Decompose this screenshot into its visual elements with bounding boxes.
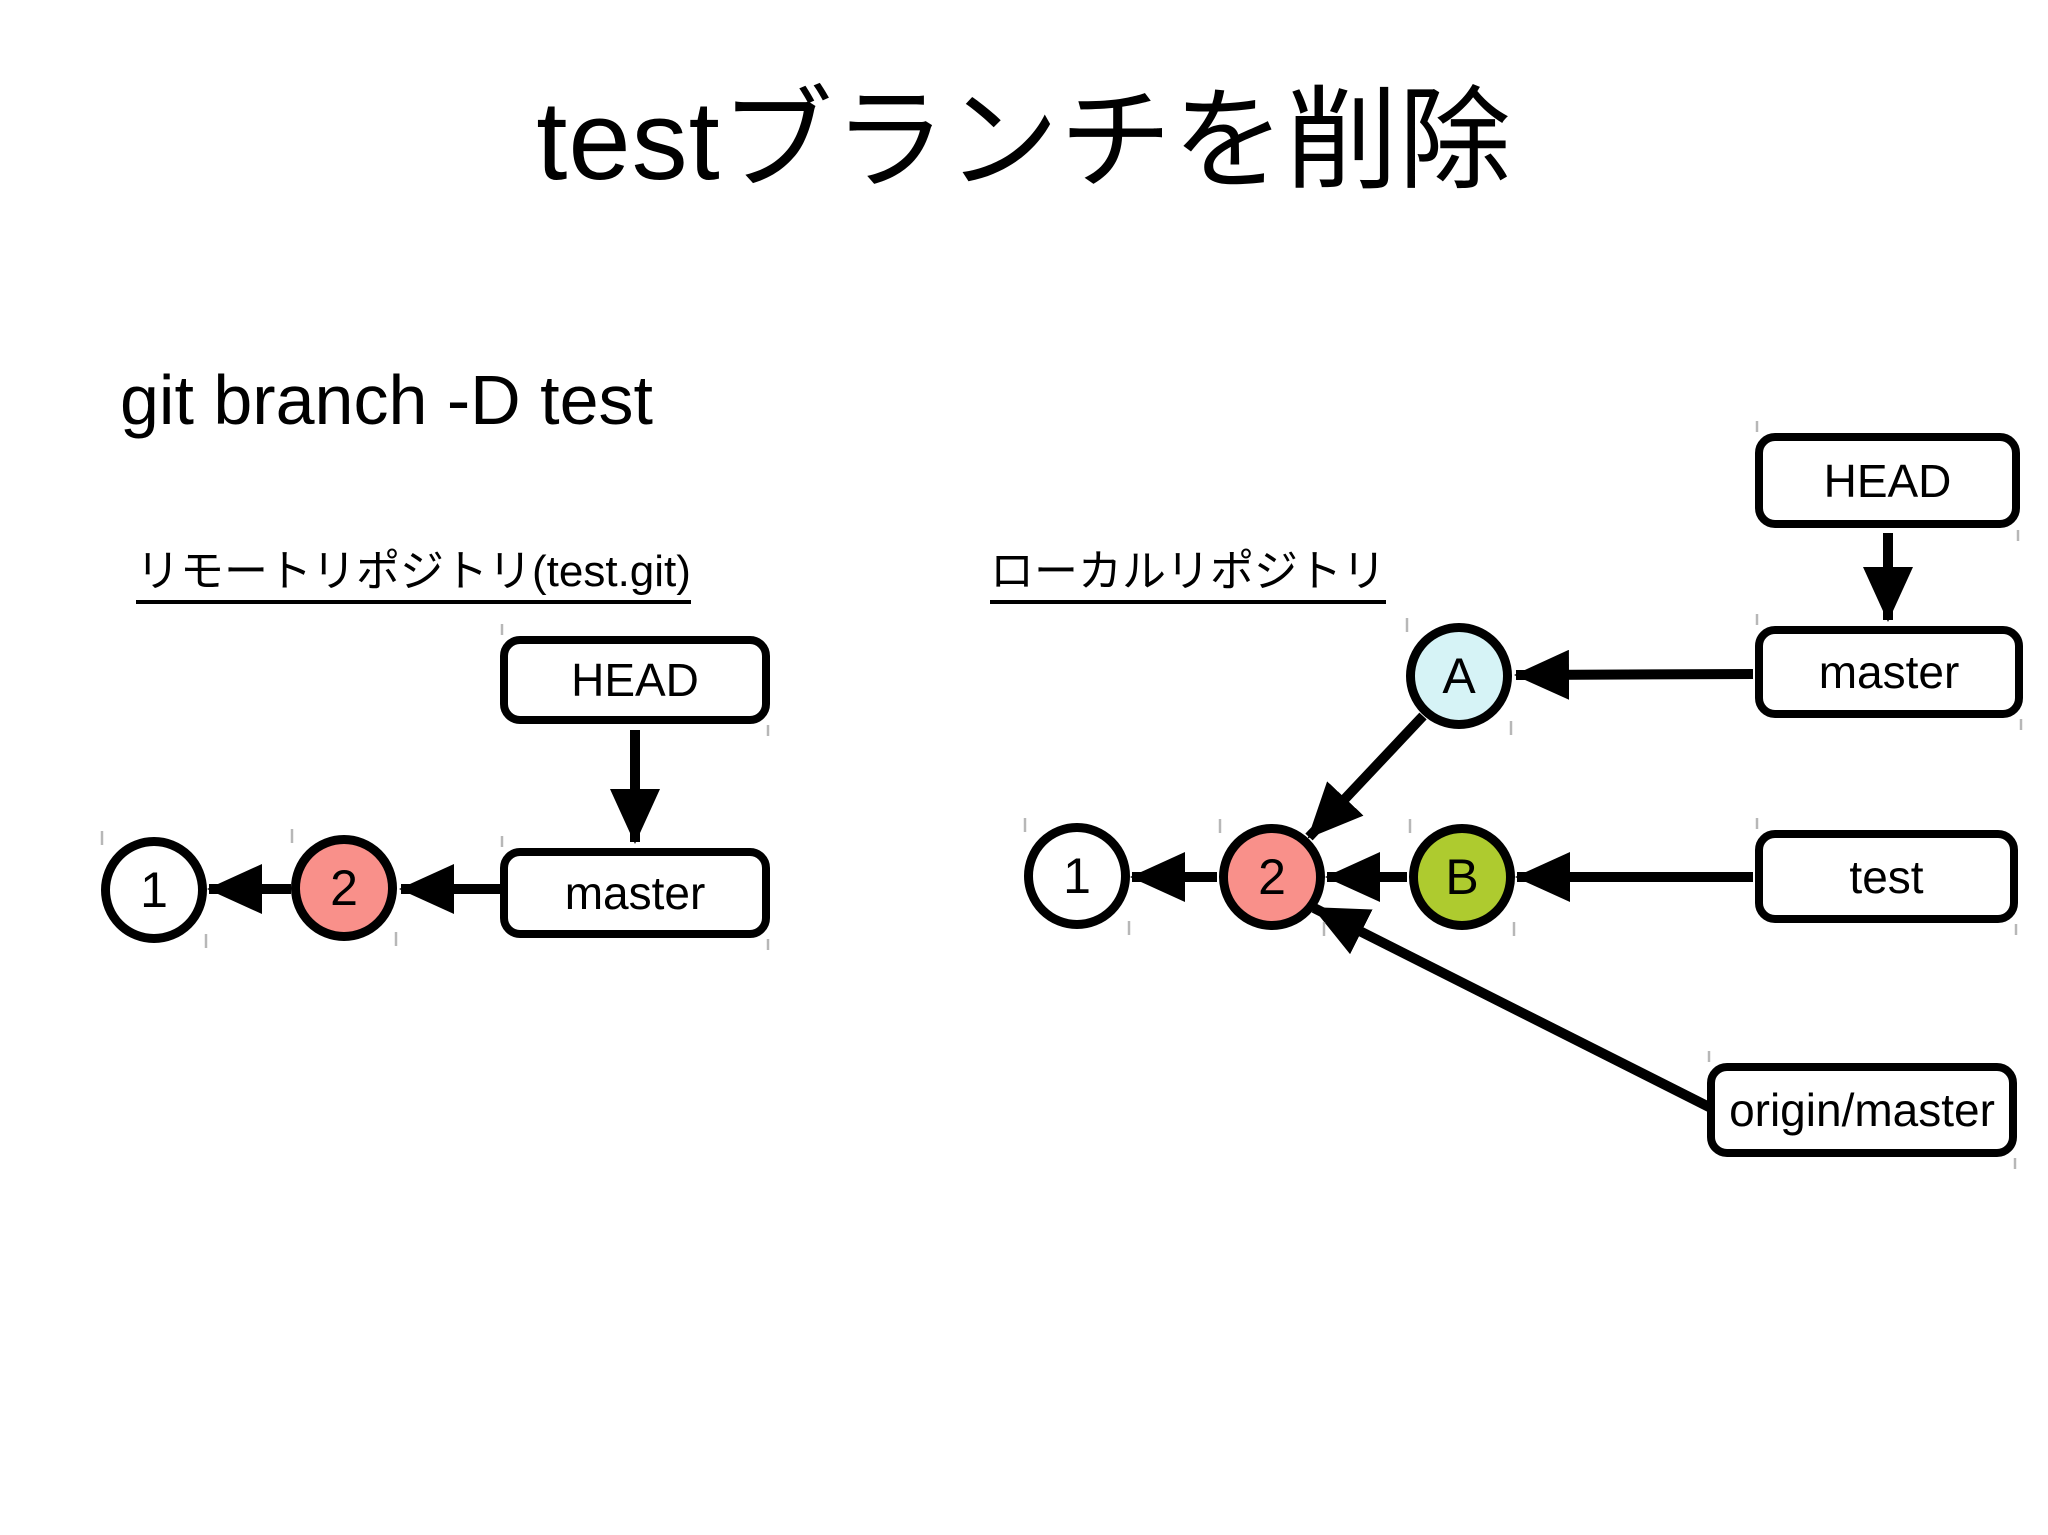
remote-repo-heading: リモートリポジトリ(test.git) (136, 547, 691, 605)
local-repo-heading: ローカルリポジトリ (990, 547, 1386, 605)
local-test-box: test (1755, 830, 2018, 923)
arrow-local-origin-commit2 (1311, 903, 1714, 1113)
arrow-local-commitA-commit2 (1305, 712, 1427, 841)
git-command-text: git branch -D test (120, 361, 653, 439)
local-commit-b: B (1409, 824, 1515, 930)
arrow-local-master-commitA (1514, 649, 1754, 700)
local-origin-master-box: origin/master (1707, 1063, 2017, 1157)
remote-master-box: master (500, 848, 770, 938)
local-master-box: master (1755, 626, 2023, 718)
remote-commit-2: 2 (291, 835, 397, 941)
slide-title: testブランチを削除 (536, 78, 1512, 203)
local-commit-1: 1 (1024, 823, 1130, 929)
remote-head-box: HEAD (500, 636, 770, 724)
handle-ticks (100, 421, 2023, 1169)
local-commit-a: A (1406, 623, 1512, 729)
local-head-box: HEAD (1755, 433, 2020, 528)
local-commit-2: 2 (1219, 824, 1325, 930)
remote-commit-1: 1 (101, 837, 207, 943)
